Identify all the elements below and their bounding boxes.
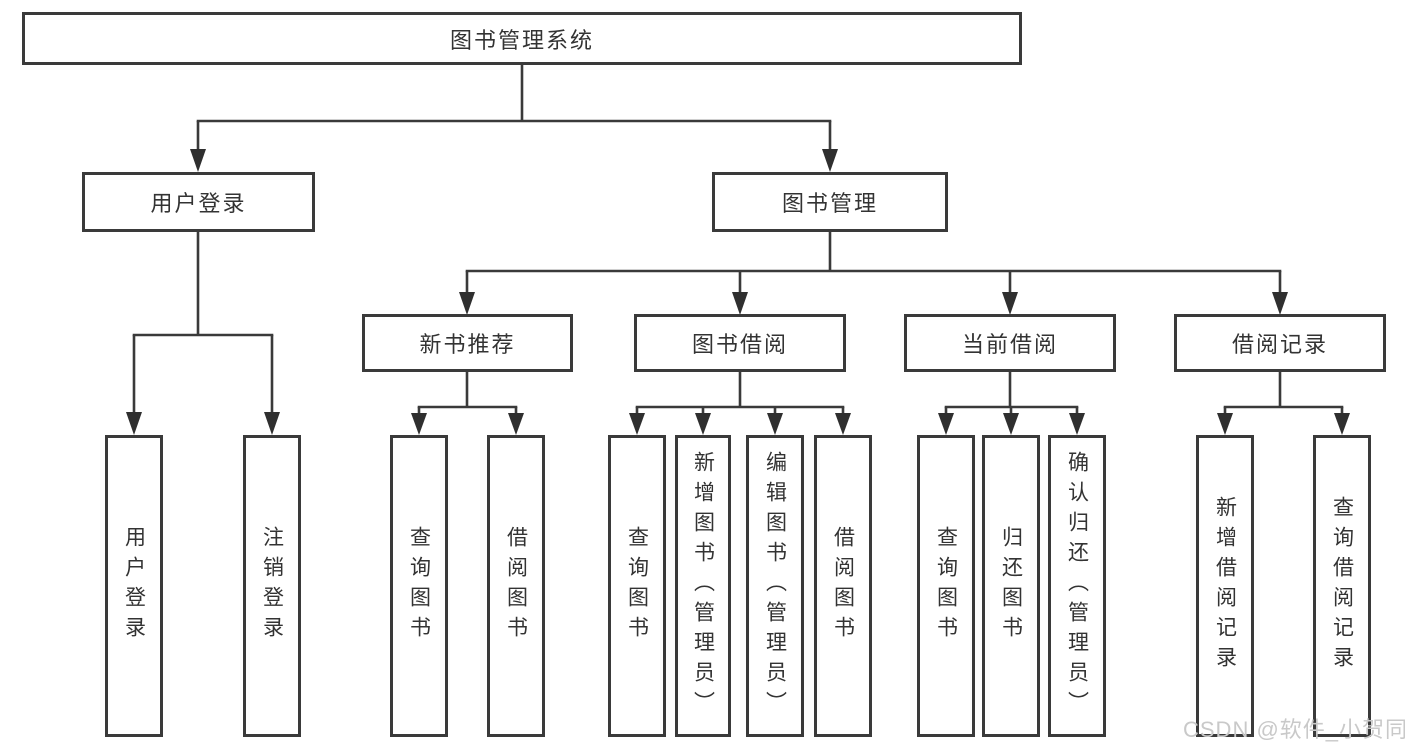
leaf-logout-login-label: 注销登录 bbox=[260, 526, 284, 646]
leaf-return-books: 归还图书 bbox=[982, 435, 1040, 737]
leaf-query-books-current-label: 查询图书 bbox=[934, 526, 958, 646]
node-library-system: 图书管理系统 bbox=[22, 12, 1022, 65]
leaf-query-borrow-record-label: 查询借阅记录 bbox=[1330, 496, 1354, 676]
node-book-borrowing: 图书借阅 bbox=[634, 314, 846, 372]
leaf-add-borrow-record: 新增借阅记录 bbox=[1196, 435, 1254, 737]
leaf-edit-books-admin: 编辑图书（管理员） bbox=[746, 435, 804, 737]
node-current-borrowing: 当前借阅 bbox=[904, 314, 1116, 372]
leaf-query-books-recommend-label: 查询图书 bbox=[407, 526, 431, 646]
leaf-return-books-label: 归还图书 bbox=[999, 526, 1023, 646]
watermark: CSDN @软件_小贺同学 bbox=[1183, 717, 1405, 742]
leaf-borrow-books-borrowing-label: 借阅图书 bbox=[831, 526, 855, 646]
node-book-management: 图书管理 bbox=[712, 172, 948, 232]
node-borrowing-records: 借阅记录 bbox=[1174, 314, 1386, 372]
leaf-confirm-return-admin: 确认归还（管理员） bbox=[1048, 435, 1106, 737]
leaf-borrow-books-recommend: 借阅图书 bbox=[487, 435, 545, 737]
leaf-edit-books-admin-label: 编辑图书（管理员） bbox=[763, 451, 787, 721]
leaf-query-books-borrowing-label: 查询图书 bbox=[625, 526, 649, 646]
leaf-query-books-current: 查询图书 bbox=[917, 435, 975, 737]
leaf-logout-login: 注销登录 bbox=[243, 435, 301, 737]
leaf-user-login-label: 用户登录 bbox=[122, 526, 146, 646]
leaf-add-books-admin: 新增图书（管理员） bbox=[675, 435, 731, 737]
arrowheads bbox=[126, 149, 1350, 435]
leaf-add-borrow-record-label: 新增借阅记录 bbox=[1213, 496, 1237, 676]
node-new-book-recommendation: 新书推荐 bbox=[362, 314, 573, 372]
node-user-login: 用户登录 bbox=[82, 172, 315, 232]
leaf-query-books-borrowing: 查询图书 bbox=[608, 435, 666, 737]
leaf-query-books-recommend: 查询图书 bbox=[390, 435, 448, 737]
leaf-user-login: 用户登录 bbox=[105, 435, 163, 737]
leaf-confirm-return-admin-label: 确认归还（管理员） bbox=[1065, 451, 1089, 721]
leaf-borrow-books-recommend-label: 借阅图书 bbox=[504, 526, 528, 646]
leaf-query-borrow-record: 查询借阅记录 bbox=[1313, 435, 1371, 737]
leaf-add-books-admin-label: 新增图书（管理员） bbox=[691, 451, 715, 721]
leaf-borrow-books-borrowing: 借阅图书 bbox=[814, 435, 872, 737]
